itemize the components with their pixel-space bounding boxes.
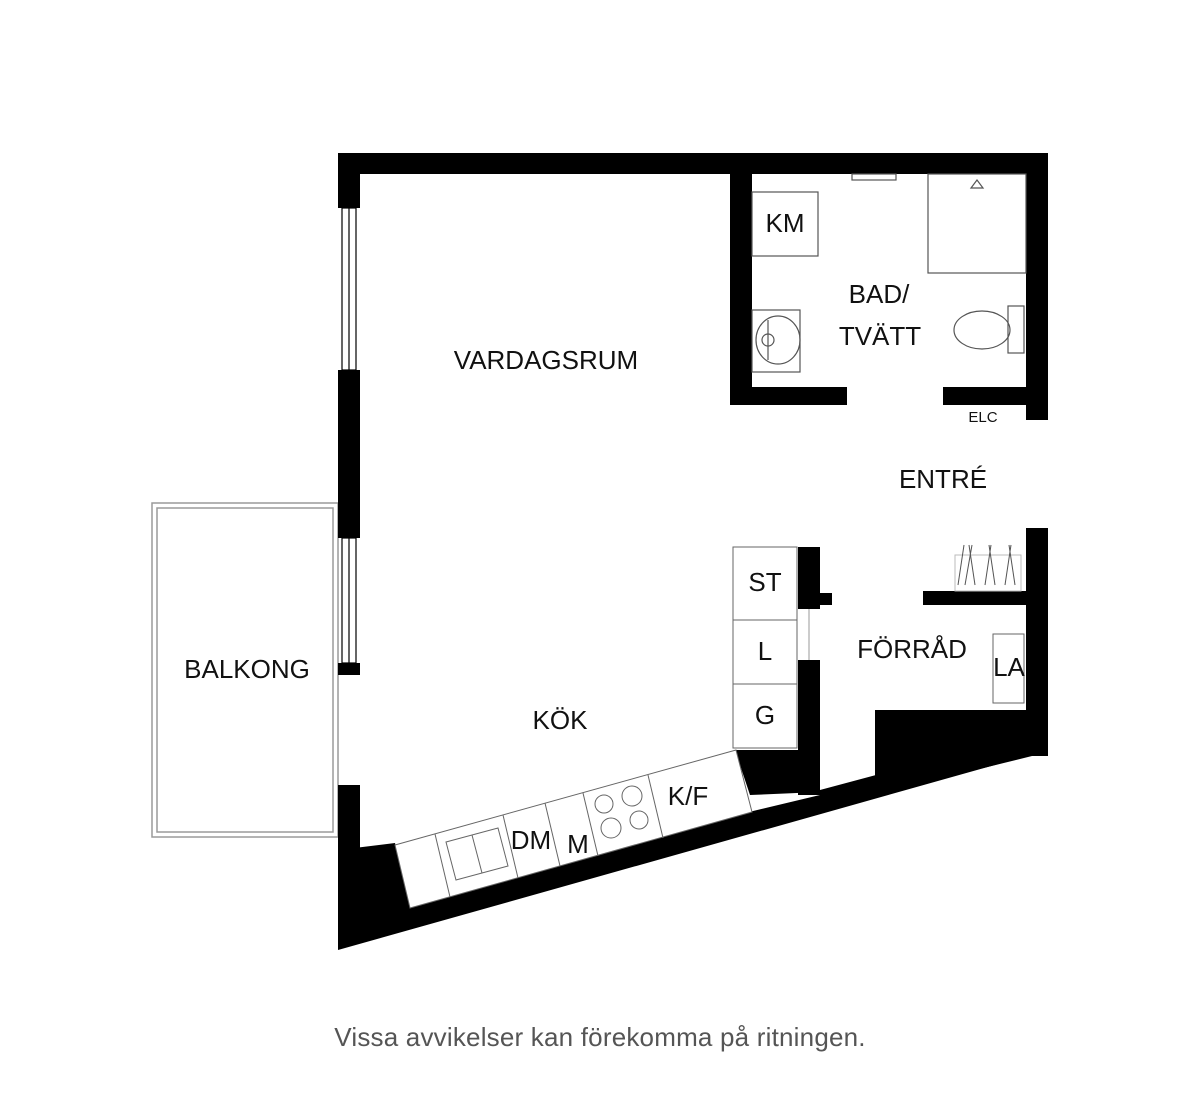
room-label-entre: ENTRÉ [899, 464, 987, 494]
room-label-vardagsrum: VARDAGSRUM [454, 345, 638, 375]
room-label-kok: KÖK [533, 705, 589, 735]
kitchen-counter [394, 749, 753, 909]
fixture-label-m: M [567, 829, 589, 859]
room-label-bad-line1: BAD/ [849, 279, 910, 309]
storage-walls [798, 547, 1048, 795]
fixture-label-l: L [758, 636, 772, 666]
bathroom-walls [730, 153, 1048, 405]
room-label-balkong: BALKONG [184, 654, 310, 684]
windows [341, 207, 357, 664]
bathroom-fixtures [751, 173, 1027, 373]
room-label-forrad: FÖRRÅD [857, 634, 967, 664]
disclaimer-text: Vissa avvikelser kan förekomma på ritnin… [334, 1022, 866, 1052]
exterior-walls [338, 153, 1048, 950]
la-cabinet [992, 633, 1025, 704]
fixture-label-elc: ELC [968, 409, 997, 426]
fixture-label-g: G [755, 700, 775, 730]
room-label-bad-line2: TVÄTT [839, 321, 921, 351]
fixture-label-km: KM [766, 208, 805, 238]
fixture-label-dm: DM [511, 825, 551, 855]
fixture-label-st: ST [748, 567, 781, 597]
fixture-label-la: LA [993, 652, 1025, 682]
fixture-label-kf: K/F [668, 781, 708, 811]
kitchen-tall-cabinets [732, 546, 798, 749]
wardrobe [954, 544, 1022, 592]
